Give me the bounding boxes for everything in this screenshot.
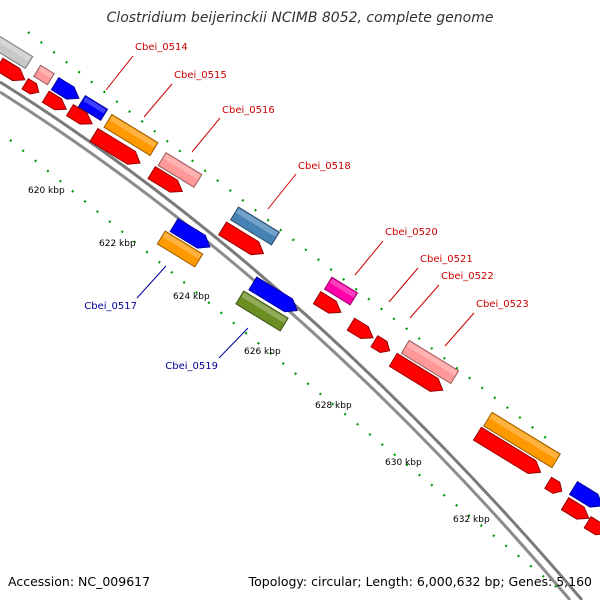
leader-line-cbei-0515 [143, 83, 173, 118]
gene-block-cbei-0515-shine [109, 115, 157, 148]
gene-block-cbei-0516-shine [163, 154, 201, 180]
ruler-label: 628 kbp [315, 401, 352, 411]
gene-block-cbei-0519-shine [241, 292, 287, 323]
gene-block-cbei-0518 [229, 206, 281, 246]
gene-block-cbei-0523-shine [406, 341, 458, 376]
gene-block-cbei-0517-shine [162, 232, 202, 259]
gene-label-cbei-0517: Cbei_0517 [84, 301, 137, 312]
gene-label-cbei-0515: Cbei_0515 [174, 70, 227, 81]
gene-arrow [50, 77, 80, 100]
gene-arrow [147, 165, 184, 193]
gene-block-shine [83, 97, 107, 114]
ruler-label: 630 kbp [385, 458, 422, 468]
backbone-outer [0, 80, 584, 600]
leader-line-cbei-0522 [409, 284, 440, 319]
leader-line-cbei-0518 [267, 173, 297, 210]
gene-block-cbei-0514-shine [38, 66, 53, 78]
gene-block [0, 34, 34, 70]
gene-arrow [472, 426, 542, 475]
gene-arrow [560, 497, 590, 520]
gene-arrow [248, 276, 298, 313]
leader-line-cbei-0514 [105, 55, 134, 91]
gene-arrow [388, 352, 444, 392]
gene-arrow [21, 78, 40, 95]
gene-arrow [370, 335, 391, 354]
gene-block [483, 411, 561, 469]
gene-arrow [169, 217, 211, 249]
gene-arrow [544, 476, 563, 494]
gene-arrow [312, 291, 342, 314]
gene-arrow [65, 103, 93, 125]
gene-block-cbei-0517 [156, 230, 204, 268]
backbone-inner [0, 90, 572, 600]
ruler-label: 632 kbp [453, 515, 490, 525]
gene-block-cbei-0516 [157, 151, 203, 189]
gene-block-shine [0, 36, 32, 61]
gene-label-cbei-0516: Cbei_0516 [222, 105, 275, 116]
gene-block-cbei-0520-shine [329, 278, 357, 298]
gene-block-cbei-0514 [33, 64, 55, 86]
gene-label-cbei-0523: Cbei_0523 [476, 299, 529, 310]
gene-block-cbei-0523 [400, 339, 460, 385]
accession-label: Accession: NC_009617 [8, 574, 151, 589]
leader-line-cbei-0519 [218, 327, 249, 359]
ruler-label: 624 kbp [173, 292, 210, 302]
gene-block-cbei-0518-shine [236, 208, 279, 237]
inner-tick-row [9, 139, 561, 591]
gene-label-cbei-0522: Cbei_0522 [441, 271, 494, 282]
gene-block-cbei-0515 [103, 113, 159, 157]
genome-summary: Topology: circular; Length: 6,000,632 bp… [248, 574, 592, 589]
ruler-label: 620 kbp [28, 186, 65, 196]
gene-block-cbei-0519 [235, 290, 289, 332]
gene-label-cbei-0518: Cbei_0518 [298, 161, 351, 172]
gene-label-cbei-0521: Cbei_0521 [420, 254, 473, 265]
gene-arrow [0, 57, 26, 82]
gene-label-cbei-0520: Cbei_0520 [385, 227, 438, 238]
gene-arrow [583, 516, 600, 536]
gene-label-cbei-0519: Cbei_0519 [165, 361, 218, 372]
leader-line-cbei-0521 [388, 267, 419, 303]
gene-block-cbei-0520 [323, 276, 359, 306]
leader-line-cbei-0516 [191, 117, 221, 153]
gene-arrow [346, 317, 374, 340]
leader-line-cbei-0520 [354, 240, 384, 276]
gene-arrow [89, 127, 141, 165]
gene-arrow [568, 481, 600, 508]
ruler-label: 622 kbp [99, 239, 136, 249]
ruler-label: 626 kbp [244, 347, 281, 357]
gene-label-cbei-0514: Cbei_0514 [135, 42, 188, 53]
gene-arrow [41, 90, 67, 111]
leader-line-cbei-0523 [444, 312, 475, 347]
gene-block-shine [489, 413, 559, 460]
genome-title: Clostridium beijerinckii NCIMB 8052, com… [106, 10, 494, 26]
gene-arrow [217, 221, 265, 256]
leader-line-cbei-0517 [136, 265, 167, 299]
gene-block [77, 94, 109, 122]
